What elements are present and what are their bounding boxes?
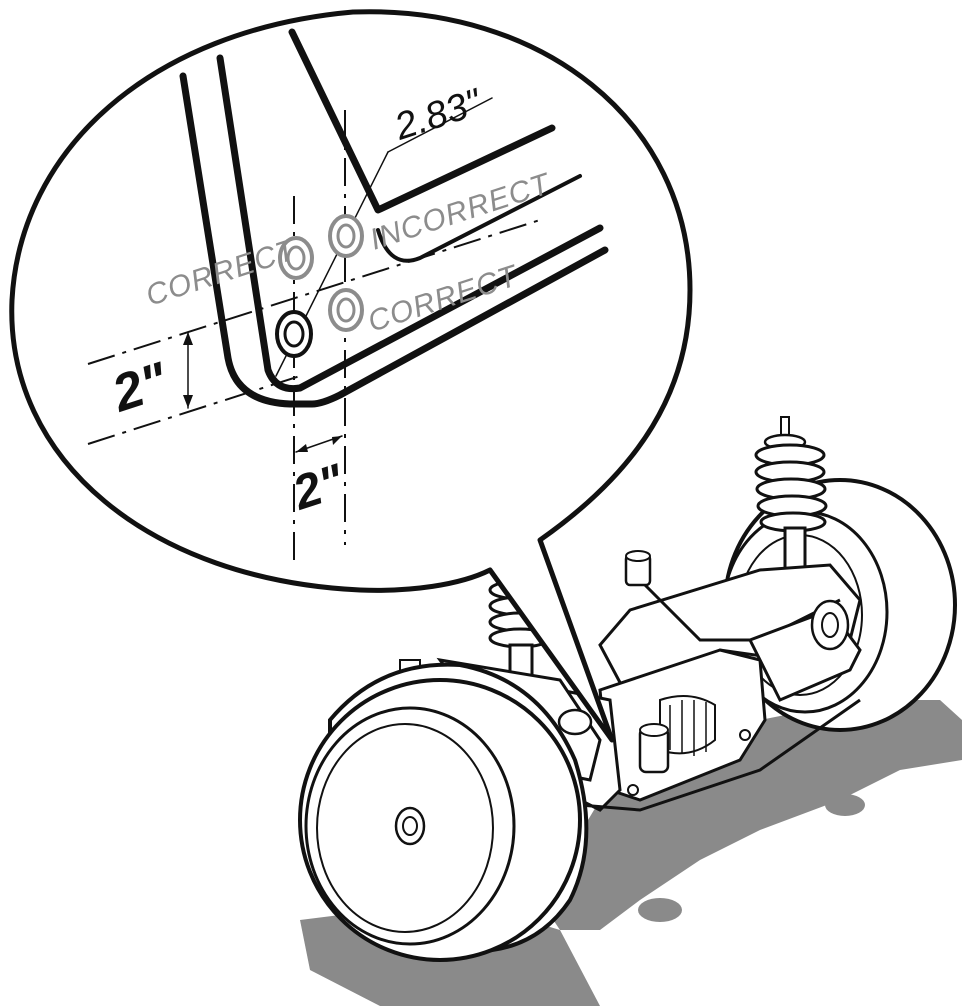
callout-bubble	[9, 9, 693, 743]
left-rear-wheel	[298, 662, 589, 962]
hole-reference	[275, 310, 313, 358]
right-suspension-arm	[747, 599, 862, 702]
chassis-assembly	[298, 416, 957, 962]
gearbox	[598, 648, 767, 802]
hole-correct-upper	[278, 236, 314, 280]
hole-correct-lower	[328, 288, 364, 332]
hole-incorrect	[328, 214, 364, 258]
